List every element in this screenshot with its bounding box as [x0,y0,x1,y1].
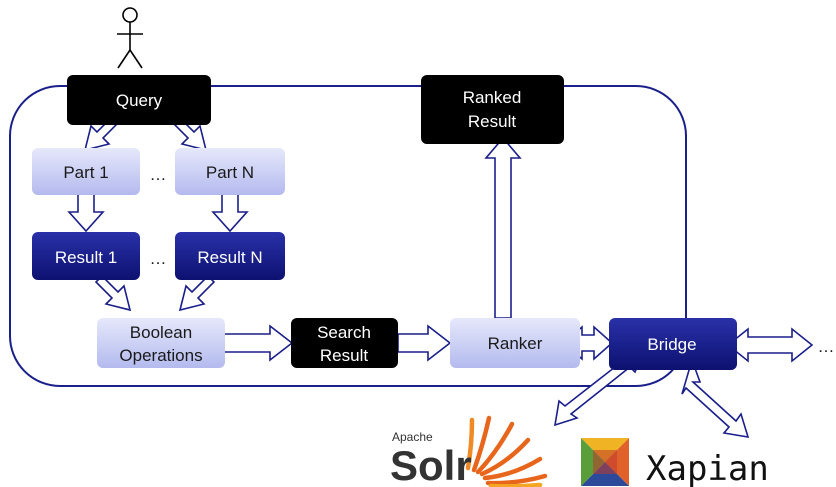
part-1-label: Part 1 [63,163,108,182]
bridge-label: Bridge [647,335,696,354]
arrow-bridge-xapian [681,357,750,439]
ranker-box: Ranker [450,318,580,368]
arrow-search-ranker [397,324,452,362]
search-label-line1: Search [317,323,371,342]
xapian-square-icon [581,438,629,486]
arrow-boolean-search [221,324,294,362]
search-label-line2: Result [320,346,368,365]
ranked-label-line1: Ranked [463,88,522,107]
arrow-partn-resultn [211,193,249,233]
ranked-result-box: Ranked Result [421,75,564,144]
query-label: Query [116,91,163,110]
bridge-box: Bridge [609,318,737,370]
arrow-resultn-boolean [178,274,216,312]
solr-name-text: Solr [390,442,472,487]
arrow-ranker-ranked [484,136,522,319]
result-1-box: Result 1 [32,232,140,280]
boolean-operations-box: Boolean Operations [97,318,225,368]
boolean-label-line1: Boolean [130,323,192,342]
xapian-logo: Xapian [581,438,769,487]
solr-apache-text: Apache [392,430,433,444]
solr-logo: Apache Solr [390,415,548,487]
search-result-box: Search Result [291,318,398,368]
xapian-name-text: Xapian [646,449,769,487]
part-n-box: Part N [175,148,285,195]
solr-sun-icon [465,415,548,487]
ranker-label: Ranker [488,334,543,353]
result-n-label: Result N [197,248,262,267]
boolean-label-line2: Operations [119,346,202,365]
ranked-label-line2: Result [468,112,516,131]
part-n-label: Part N [206,163,254,182]
query-box: Query [67,75,211,125]
user-icon [117,7,143,69]
bridge-ellipsis: … [818,337,835,356]
system-container [9,85,687,387]
results-ellipsis: … [150,249,167,268]
arrow-bridge-ellipsis [726,327,814,363]
result-n-box: Result N [175,232,285,280]
arrow-result1-boolean [94,274,132,312]
result-1-label: Result 1 [55,248,117,267]
arrow-part1-result1 [67,193,105,233]
parts-ellipsis: … [150,165,167,184]
part-1-box: Part 1 [32,148,140,195]
